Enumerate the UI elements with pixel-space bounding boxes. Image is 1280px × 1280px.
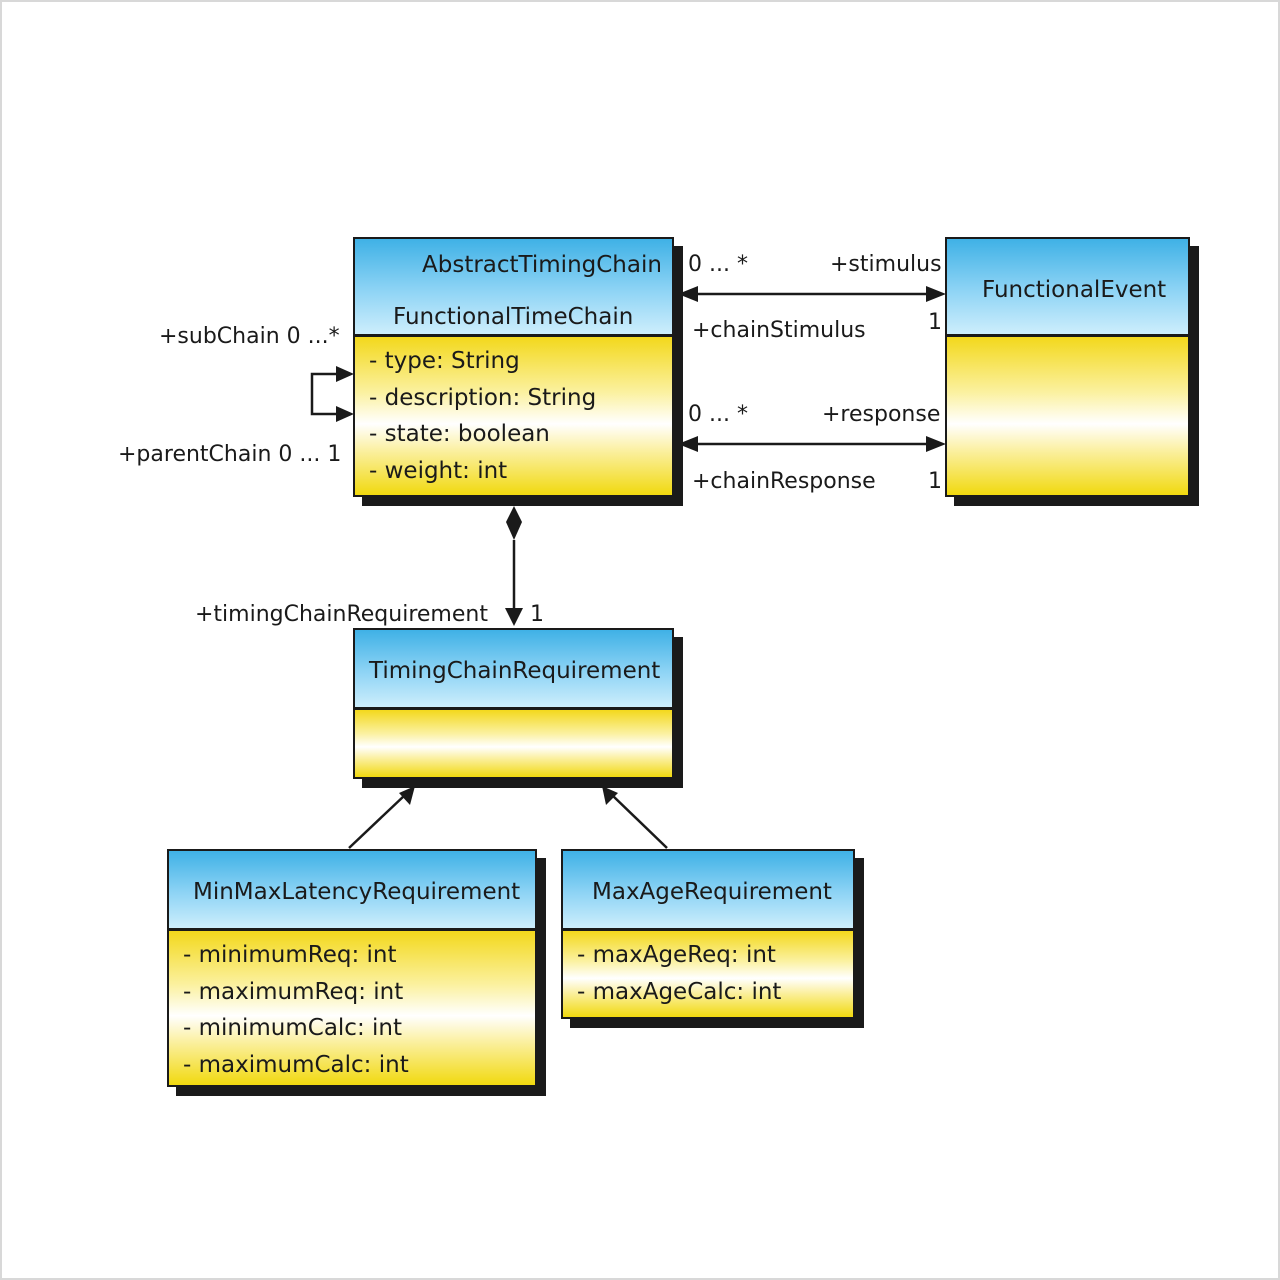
class-attributes: - minimumReq: int - maximumReq: int - mi… bbox=[169, 931, 535, 1085]
arrowhead-response-left bbox=[678, 436, 698, 452]
class-attributes: - maxAgeReq: int - maxAgeCalc: int bbox=[563, 931, 853, 1017]
class-name: FunctionalTimeChain bbox=[393, 304, 634, 330]
attribute: - maxAgeReq: int bbox=[577, 942, 776, 968]
class-functional-event[interactable]: FunctionalEvent bbox=[945, 237, 1190, 497]
arrowhead-subchain bbox=[336, 366, 354, 382]
self-association-line bbox=[310, 372, 340, 416]
multiplicity-label: 0 ... * bbox=[688, 402, 748, 427]
role-label: +chainResponse bbox=[692, 469, 876, 494]
arrowhead-parentchain bbox=[336, 406, 354, 422]
attribute: - minimumReq: int bbox=[183, 942, 397, 968]
class-header: TimingChainRequirement bbox=[355, 630, 672, 710]
attribute: - weight: int bbox=[369, 457, 508, 484]
attribute: - maxAgeCalc: int bbox=[577, 978, 782, 1005]
class-name: TimingChainRequirement bbox=[369, 658, 661, 684]
class-name: MinMaxLatencyRequirement bbox=[193, 879, 521, 905]
generalization-line-minmax bbox=[348, 794, 406, 849]
role-label: +chainStimulus bbox=[692, 318, 866, 343]
attribute: - state: boolean bbox=[369, 421, 550, 447]
arrowhead-generalization-maxage bbox=[602, 786, 618, 805]
composition-diamond bbox=[506, 506, 522, 540]
multiplicity-label: 1 bbox=[530, 602, 544, 627]
multiplicity-label: 1 bbox=[928, 310, 942, 335]
arrowhead-composition bbox=[505, 608, 523, 626]
class-attributes bbox=[355, 710, 672, 777]
role-label-timing-chain-requirement: +timingChainRequirement bbox=[195, 602, 488, 627]
arrowhead-stimulus-right bbox=[926, 286, 946, 302]
generalization-line-maxage bbox=[611, 794, 668, 849]
class-attributes bbox=[947, 337, 1188, 495]
class-attributes: - type: String - description: String - s… bbox=[355, 337, 672, 495]
attribute: - description: String bbox=[369, 384, 597, 411]
multiplicity-label: 1 bbox=[928, 469, 942, 494]
arrowhead-stimulus-left bbox=[678, 286, 698, 302]
class-header: FunctionalEvent bbox=[947, 239, 1188, 337]
stereotype-label: AbstractTimingChain bbox=[422, 252, 662, 278]
attribute: - maximumCalc: int bbox=[183, 1051, 409, 1078]
multiplicity-label: 0 ... * bbox=[688, 252, 748, 277]
class-min-max-latency-requirement[interactable]: MinMaxLatencyRequirement - minimumReq: i… bbox=[167, 849, 537, 1087]
role-label-subchain: +subChain 0 ...* bbox=[159, 324, 340, 349]
class-header: AbstractTimingChain FunctionalTimeChain bbox=[355, 239, 672, 337]
class-name: FunctionalEvent bbox=[982, 277, 1167, 303]
class-header: MaxAgeRequirement bbox=[563, 851, 853, 931]
arrowhead-response-right bbox=[926, 436, 946, 452]
attribute: - type: String bbox=[369, 348, 520, 374]
attribute: - maximumReq: int bbox=[183, 978, 404, 1005]
role-label-parentchain: +parentChain 0 ... 1 bbox=[118, 442, 342, 467]
role-label: +stimulus bbox=[830, 252, 942, 277]
attribute: - minimumCalc: int bbox=[183, 1015, 402, 1041]
class-header: MinMaxLatencyRequirement bbox=[169, 851, 535, 931]
arrowhead-generalization-minmax bbox=[399, 786, 415, 805]
class-functional-time-chain[interactable]: AbstractTimingChain FunctionalTimeChain … bbox=[353, 237, 674, 497]
class-max-age-requirement[interactable]: MaxAgeRequirement - maxAgeReq: int - max… bbox=[561, 849, 855, 1019]
role-label: +response bbox=[822, 402, 941, 427]
class-timing-chain-requirement[interactable]: TimingChainRequirement bbox=[353, 628, 674, 779]
class-name: MaxAgeRequirement bbox=[592, 879, 832, 905]
